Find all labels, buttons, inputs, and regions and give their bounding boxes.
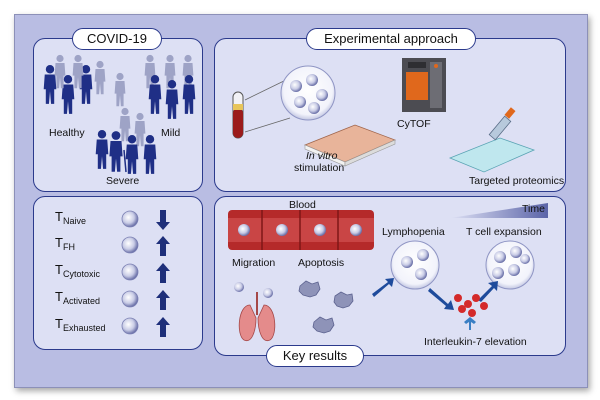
arrow-up-right-icon: [478, 281, 498, 302]
approach-title: Experimental approach: [306, 28, 476, 50]
severe-people-icon: [95, 130, 157, 174]
time-label: Time: [522, 203, 545, 215]
mild-label: Mild: [161, 127, 181, 139]
flow-arrows: [372, 278, 498, 310]
results-title: Key results: [266, 345, 364, 367]
tcell-row-exhausted: TExhausted: [55, 316, 106, 333]
tcell-row-cytotoxic: TCytotoxic: [55, 262, 100, 279]
cytof-machine-icon: [402, 58, 446, 112]
stimulation-label: stimulation: [294, 162, 345, 174]
tcell-row-activated: TActivated: [55, 289, 100, 306]
cytokine-receptor-icon: [454, 294, 488, 330]
direction-arrows: [156, 210, 170, 337]
blood-label: Blood: [289, 199, 316, 211]
zoom-lines: [244, 77, 291, 133]
lung-icon: [234, 282, 276, 342]
mild-people-icon: [148, 75, 196, 119]
arrow-up-icon: [156, 317, 170, 337]
blood-tube-icon: [232, 91, 244, 139]
apoptosis-label: Apoptosis: [298, 257, 345, 269]
lymphopenia-cells-icon: [390, 240, 440, 290]
arrow-down-right-icon: [428, 288, 454, 310]
expansion-cells-icon: [485, 240, 535, 290]
time-gradient-bar: [450, 203, 548, 218]
tcell-row-fh: TFH: [55, 235, 75, 252]
severe-label: Severe: [106, 175, 140, 187]
arrow-up-icon: [156, 290, 170, 310]
well-plate-icon: [303, 124, 397, 167]
arrow-down-icon: [156, 210, 170, 230]
migration-label: Migration: [232, 257, 276, 269]
healthy-label: Healthy: [49, 127, 85, 139]
tcell-row-naive: TNaive: [55, 209, 86, 226]
lymphopenia-label: Lymphopenia: [382, 226, 445, 238]
il7-label: Interleukin-7 elevation: [424, 336, 527, 348]
expansion-label: T cell expansion: [466, 226, 542, 238]
blood-vessel-icon: [228, 210, 374, 250]
healthy-people-icon: [43, 65, 93, 114]
covid-title: COVID-19: [72, 28, 162, 50]
cell-cluster-icon: [280, 65, 336, 121]
cytof-label: CyTOF: [397, 118, 431, 130]
pipette-icon: [448, 107, 536, 173]
in-vitro-label: In vitro: [306, 150, 338, 162]
tcell-panel: [33, 196, 203, 350]
proteomics-label: Targeted proteomics: [469, 175, 565, 187]
arrow-up-icon: [156, 263, 170, 283]
arrow-up-icon: [156, 236, 170, 256]
apoptotic-cell-icon: [298, 280, 354, 334]
arrow-right-icon: [372, 278, 394, 297]
tcell-icons: [121, 210, 139, 335]
